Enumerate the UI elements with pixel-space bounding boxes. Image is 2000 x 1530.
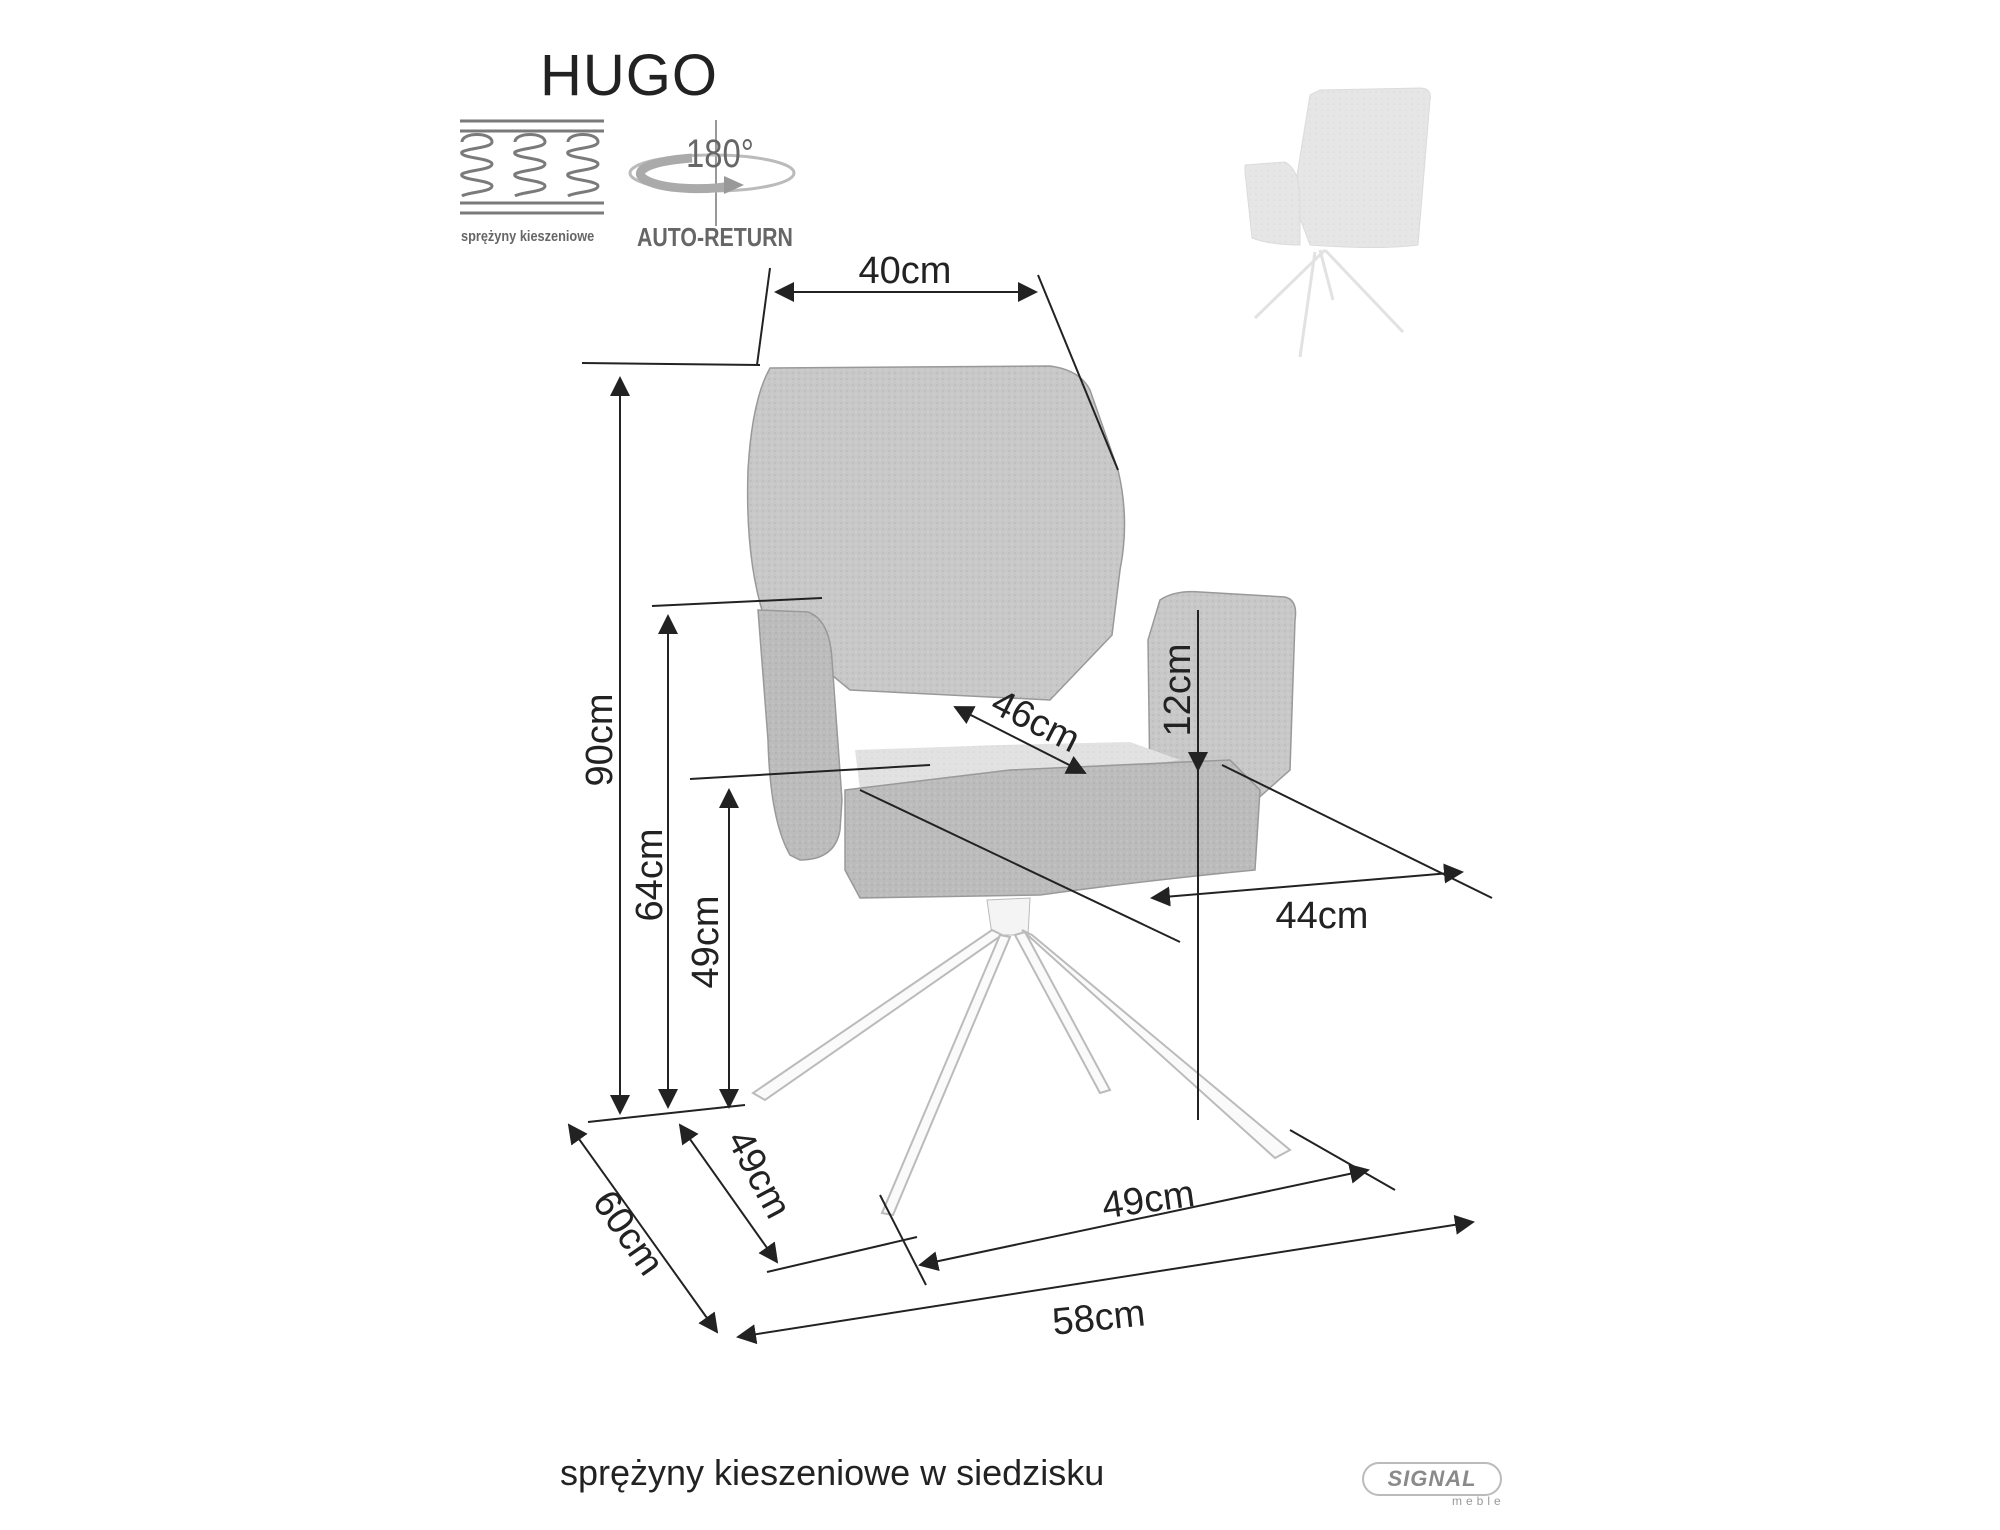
pocket-springs-icon xyxy=(460,119,604,215)
auto-return-label: AUTO-RETURN xyxy=(637,222,793,252)
dim-base-width: 49cm xyxy=(1099,1173,1197,1228)
rotation-degrees: 180° xyxy=(686,132,754,176)
chair-illustration xyxy=(746,365,1297,1217)
dim-seat-width: 44cm xyxy=(1276,895,1369,937)
product-title: HUGO xyxy=(540,43,718,108)
dim-armrest-height: 64cm xyxy=(629,829,671,922)
springs-label: sprężyny kieszeniowe xyxy=(461,228,595,245)
brand-logo: SIGNAL xyxy=(1362,1462,1502,1496)
dim-backrest-width: 40cm xyxy=(859,250,952,292)
brand-sub: meble xyxy=(1452,1494,1505,1508)
dim-total-width: 58cm xyxy=(1050,1292,1147,1343)
dim-armrest-above-seat: 12cm xyxy=(1157,644,1199,737)
dim-base-depth: 49cm xyxy=(718,1123,799,1225)
dim-total-height: 90cm xyxy=(579,694,621,787)
thumbnail-back-view xyxy=(1244,87,1431,358)
dim-total-depth: 60cm xyxy=(584,1183,672,1283)
dim-seat-height: 49cm xyxy=(685,896,727,989)
footer-note: sprężyny kieszeniowe w siedzisku xyxy=(560,1452,1105,1493)
dimension-lines xyxy=(567,267,1493,1345)
brand-name: SIGNAL xyxy=(1387,1466,1477,1491)
rotation-180-icon xyxy=(628,120,796,226)
